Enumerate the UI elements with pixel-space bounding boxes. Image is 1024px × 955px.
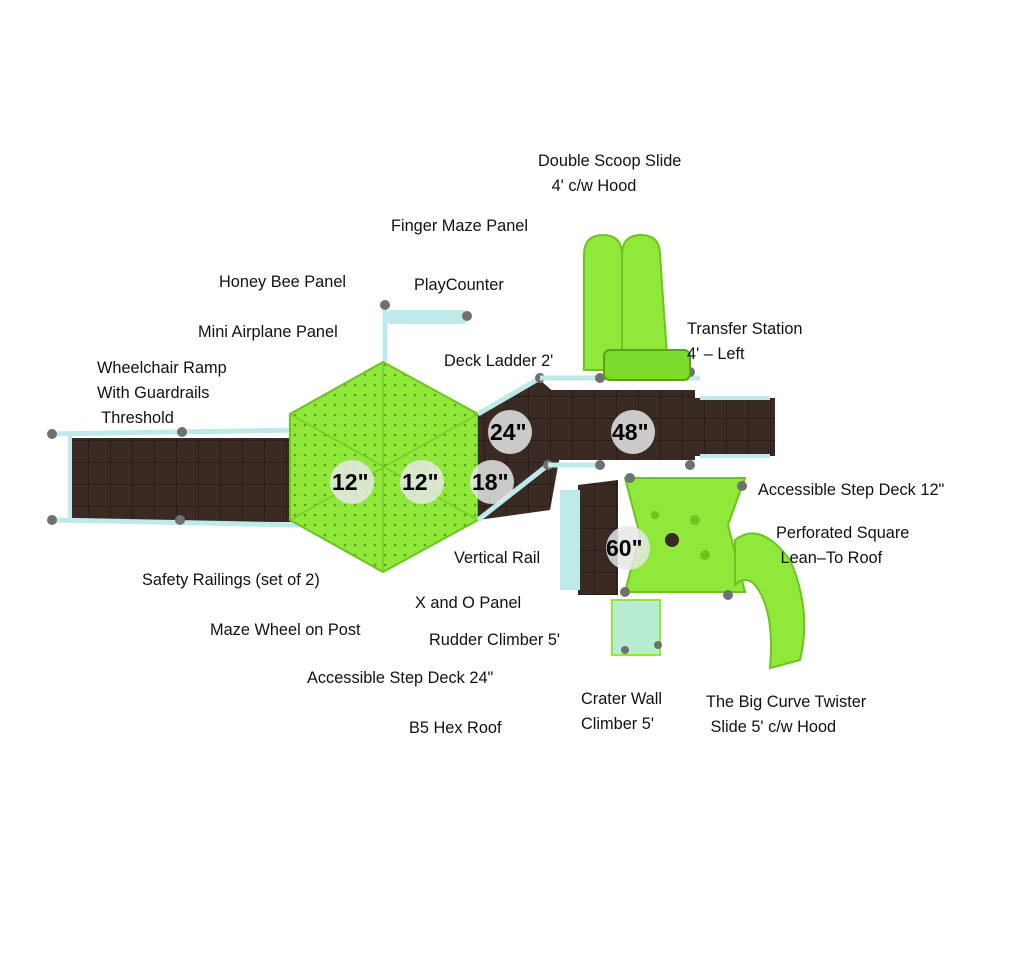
label-rudder-climber: Rudder Climber 5' bbox=[429, 630, 561, 649]
label-maze-wheel: Maze Wheel on Post bbox=[210, 620, 361, 639]
height-label-main-deck: 48" bbox=[612, 419, 649, 445]
hex-roof bbox=[289, 360, 479, 574]
label-finger-maze-panel: Finger Maze Panel bbox=[391, 216, 528, 235]
big-curve-twister-slide bbox=[734, 532, 806, 670]
label-wheelchair-ramp: Wheelchair Ramp With Guardrails Threshol… bbox=[97, 358, 227, 427]
height-badges: 12" 12" 24" 18" 48" 60" bbox=[330, 410, 655, 570]
label-x-and-o-panel: X and O Panel bbox=[415, 593, 522, 612]
label-mini-airplane-panel: Mini Airplane Panel bbox=[198, 322, 338, 341]
label-playcounter: PlayCounter bbox=[414, 275, 504, 294]
main-deck bbox=[535, 367, 775, 470]
label-b5-hex-roof: B5 Hex Roof bbox=[409, 718, 502, 737]
label-double-scoop-slide: Double Scoop Slide 4' c/w Hood bbox=[538, 151, 682, 195]
label-big-curve-twister: The Big Curve Twister Slide 5' c/w Hood bbox=[706, 692, 867, 736]
label-safety-railings: Safety Railings (set of 2) bbox=[142, 570, 320, 589]
label-crater-wall-climber: Crater Wall Climber 5' bbox=[581, 689, 663, 733]
height-label-hex-left: 12" bbox=[332, 469, 369, 495]
height-label-step-upper: 24" bbox=[490, 419, 527, 445]
label-perforated-square-roof: Perforated Square Lean–To Roof bbox=[776, 523, 910, 567]
label-deck-ladder: Deck Ladder 2' bbox=[444, 351, 554, 370]
label-accessible-step-deck-24: Accessible Step Deck 24" bbox=[307, 668, 494, 687]
playcounter bbox=[380, 300, 472, 362]
height-label-hex-right: 12" bbox=[402, 469, 439, 495]
height-label-lower-deck: 60" bbox=[606, 535, 643, 561]
climbers bbox=[611, 599, 662, 656]
wheelchair-ramp bbox=[47, 427, 301, 528]
double-scoop-slide bbox=[583, 233, 691, 381]
label-accessible-step-deck-12: Accessible Step Deck 12" bbox=[758, 480, 945, 499]
label-vertical-rail: Vertical Rail bbox=[454, 548, 541, 567]
label-honey-bee-panel: Honey Bee Panel bbox=[219, 272, 347, 291]
lower-deck bbox=[560, 473, 747, 600]
label-transfer-station: Transfer Station 4' – Left bbox=[687, 319, 803, 363]
height-label-step-lower: 18" bbox=[472, 469, 509, 495]
